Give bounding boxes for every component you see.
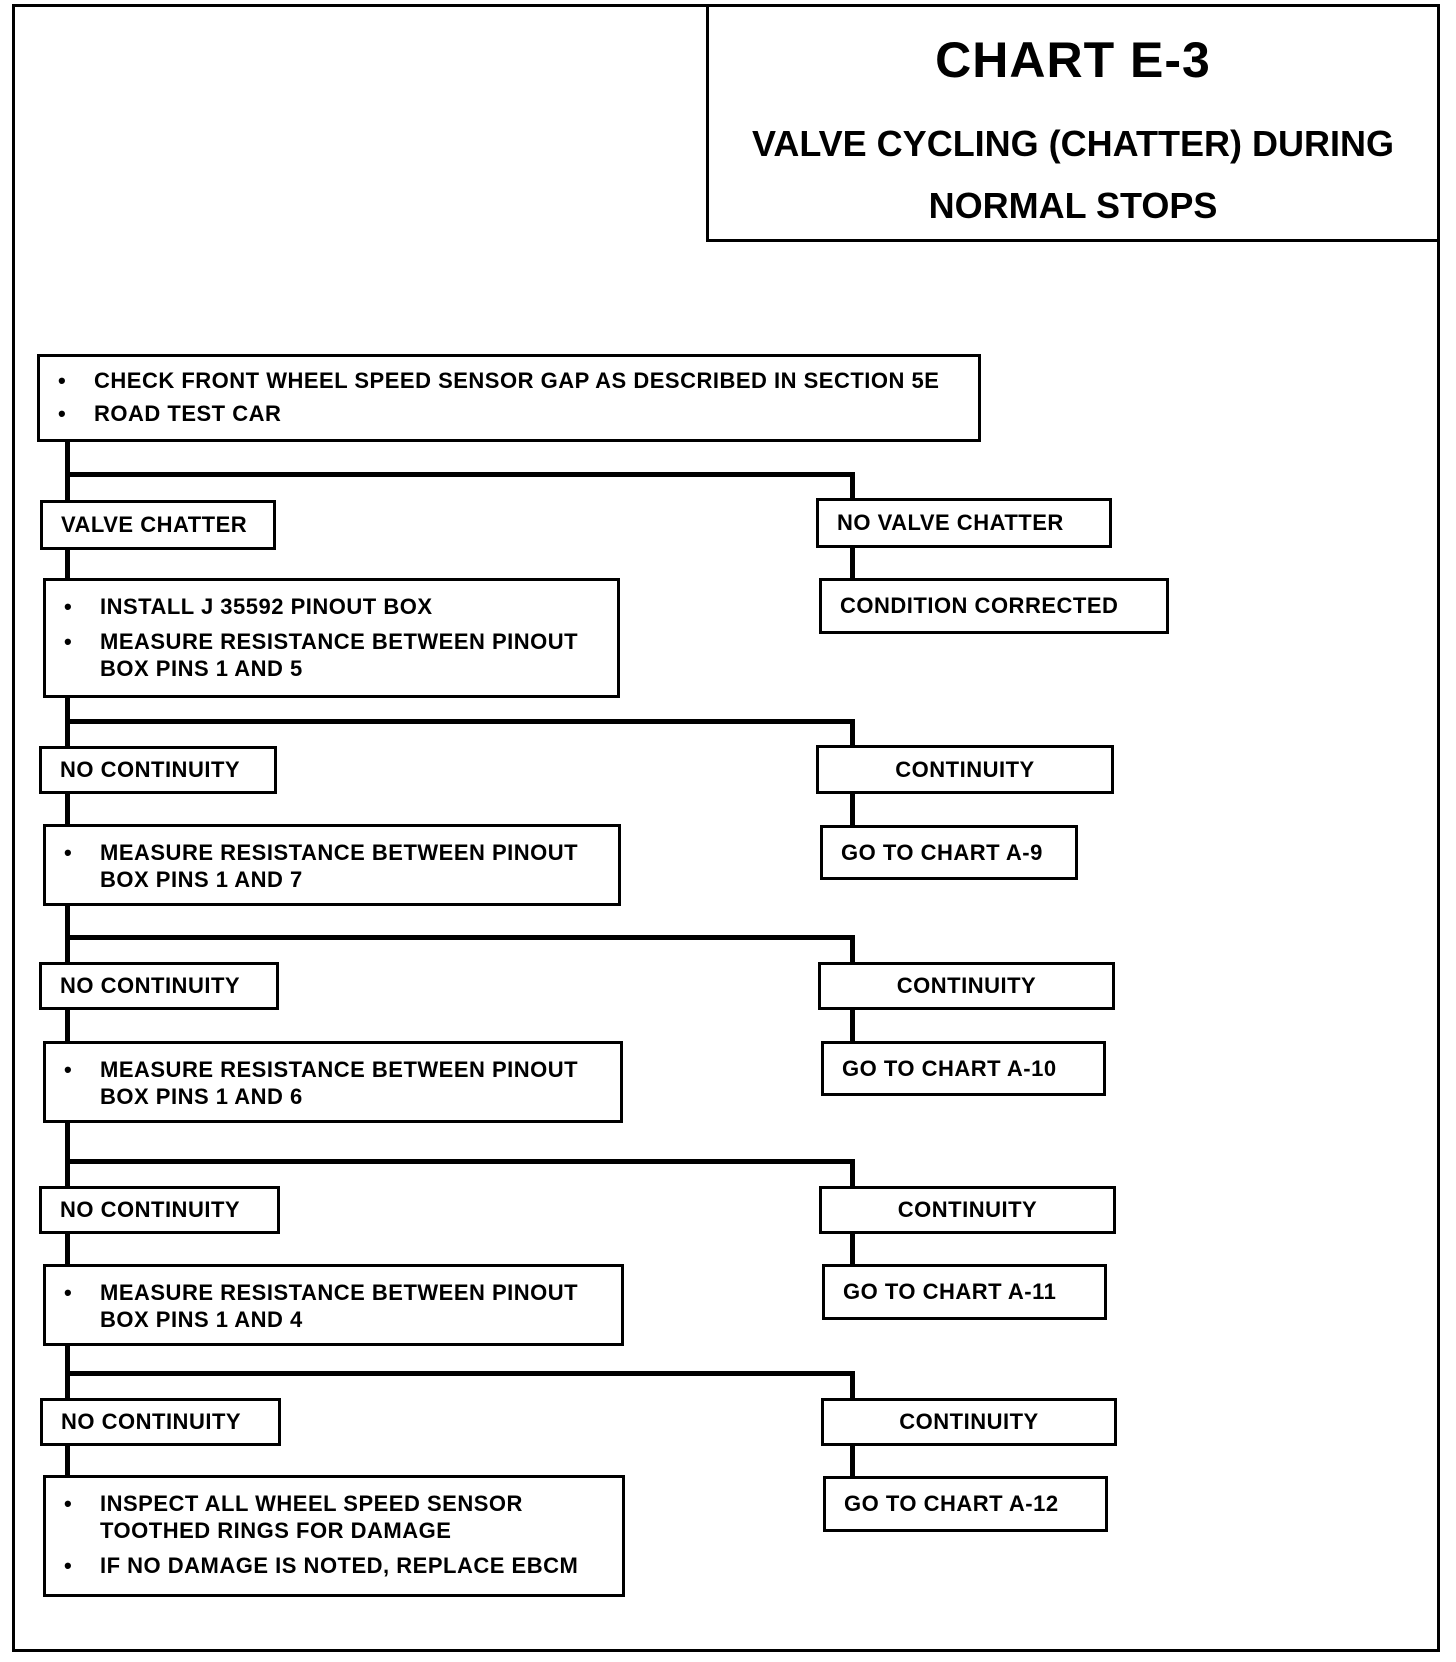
no-valve-chatter-box: NO VALVE CHATTER [816, 498, 1112, 548]
step-bullet: INSTALL J 35592 PINOUT BOX [60, 593, 603, 620]
chart-subtitle: VALVE CYCLING (CHATTER) DURING NORMAL ST… [709, 113, 1437, 237]
condition-corrected-box: CONDITION CORRECTED [819, 578, 1169, 634]
continuity-box: CONTINUITY [821, 1398, 1117, 1446]
no-continuity-box: NO CONTINUITY [39, 962, 279, 1010]
chart-subtitle-line-1: VALVE CYCLING (CHATTER) DURING [752, 123, 1394, 164]
chart-title: CHART E-3 [935, 32, 1211, 88]
connector-line [65, 1159, 855, 1164]
step-bullet: MEASURE RESISTANCE BETWEEN PINOUT BOX PI… [60, 628, 590, 682]
connector-line [65, 472, 855, 477]
step-bullet: ROAD TEST CAR [54, 400, 964, 427]
measure-pins-1-7-step: MEASURE RESISTANCE BETWEEN PINOUT BOX PI… [43, 824, 621, 906]
start-step-box: CHECK FRONT WHEEL SPEED SENSOR GAP AS DE… [37, 354, 981, 442]
goto-chart-box: GO TO CHART A-9 [820, 825, 1078, 880]
connector-line [65, 1371, 855, 1376]
step-bullet: MEASURE RESISTANCE BETWEEN PINOUT BOX PI… [60, 1279, 590, 1333]
step-bullet: IF NO DAMAGE IS NOTED, REPLACE EBCM [60, 1552, 608, 1579]
measure-pins-1-6-step: MEASURE RESISTANCE BETWEEN PINOUT BOX PI… [43, 1041, 623, 1123]
step-bullet: CHECK FRONT WHEEL SPEED SENSOR GAP AS DE… [54, 367, 964, 394]
goto-chart-box: GO TO CHART A-10 [821, 1041, 1106, 1096]
no-continuity-box: NO CONTINUITY [40, 1398, 281, 1446]
chart-title-box: CHART E-3 VALVE CYCLING (CHATTER) DURING… [706, 4, 1440, 242]
no-continuity-box: NO CONTINUITY [39, 746, 277, 794]
inspect-rings-step: INSPECT ALL WHEEL SPEED SENSOR TOOTHED R… [43, 1475, 625, 1597]
goto-chart-box: GO TO CHART A-11 [822, 1264, 1107, 1320]
connector-line [65, 719, 855, 724]
no-continuity-box: NO CONTINUITY [39, 1186, 280, 1234]
continuity-box: CONTINUITY [819, 1186, 1116, 1234]
step-bullet: MEASURE RESISTANCE BETWEEN PINOUT BOX PI… [60, 1056, 590, 1110]
install-pinout-box-step: INSTALL J 35592 PINOUT BOX MEASURE RESIS… [43, 578, 620, 698]
step-bullet: INSPECT ALL WHEEL SPEED SENSOR TOOTHED R… [60, 1490, 570, 1544]
connector-line [65, 440, 70, 1475]
measure-pins-1-4-step: MEASURE RESISTANCE BETWEEN PINOUT BOX PI… [43, 1264, 624, 1346]
connector-line [65, 935, 855, 940]
valve-chatter-box: VALVE CHATTER [40, 500, 276, 550]
chart-subtitle-line-2: NORMAL STOPS [928, 185, 1218, 226]
continuity-box: CONTINUITY [816, 745, 1114, 794]
goto-chart-box: GO TO CHART A-12 [823, 1476, 1108, 1532]
step-bullet: MEASURE RESISTANCE BETWEEN PINOUT BOX PI… [60, 839, 590, 893]
continuity-box: CONTINUITY [818, 962, 1115, 1010]
